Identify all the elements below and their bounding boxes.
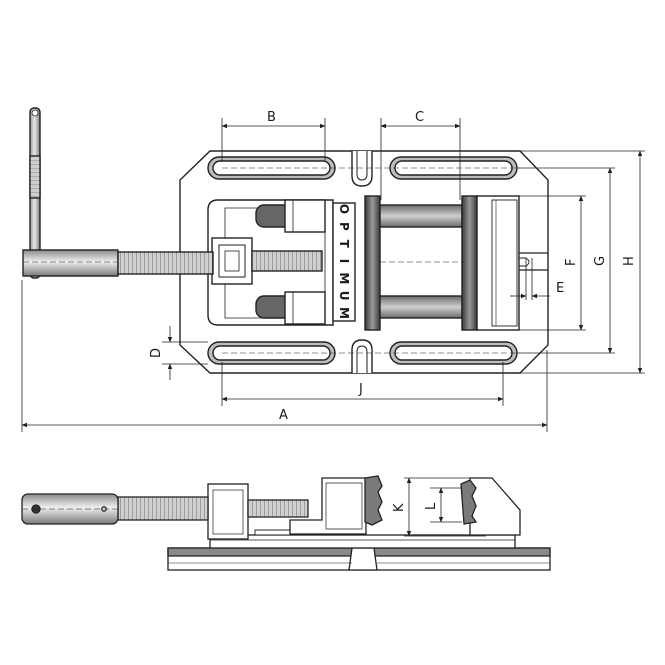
side-fixed-jaw-pad (460, 479, 478, 525)
side-view-dimensions (404, 477, 486, 537)
notch-bottom (351, 339, 373, 373)
fixed-jaw-v-slot (519, 252, 548, 271)
dim-label-a: A (279, 408, 288, 423)
brand-letter: P (337, 222, 351, 233)
brand-letter: M (337, 307, 351, 321)
brand-letter: U (337, 291, 351, 303)
dim-label-c: C (415, 110, 424, 125)
brand-text: OPT I MUM (337, 204, 351, 321)
dim-label-b: B (267, 110, 276, 125)
dim-label-f: F (564, 259, 579, 266)
dim-label-e: E (556, 281, 564, 296)
dim-label-d: D (149, 348, 164, 358)
side-slide-rail (209, 534, 516, 549)
spindle-inner (251, 250, 323, 272)
brand-letter: T (337, 240, 351, 250)
fixed-jaw-plate (461, 195, 478, 331)
rail-lower (379, 295, 463, 319)
top-view-dimensions (21, 118, 645, 432)
dim-label-g: G (593, 256, 608, 266)
top-view: OPT I MUM (22, 107, 549, 374)
side-nut-block (207, 483, 249, 540)
spindle-thread (117, 251, 214, 275)
dim-label-l: L (424, 502, 439, 510)
dim-label-k: K (392, 503, 407, 512)
side-base-center-foot (348, 547, 378, 571)
dim-label-h: H (622, 256, 637, 266)
brand-letter: M (337, 272, 351, 286)
brand-letter: O (337, 204, 351, 216)
side-view (21, 475, 551, 571)
handle-hex (22, 249, 119, 277)
brand-plate (332, 202, 356, 322)
brand-letter: I (337, 259, 351, 265)
dimension-labels-side: K L (392, 502, 439, 512)
side-movable-jaw-pad (364, 475, 383, 526)
rail-upper (379, 204, 463, 228)
side-spindle-thread (117, 496, 209, 521)
side-fixed-jaw (469, 477, 521, 536)
notch-top (351, 151, 373, 187)
movable-jaw-plate (364, 195, 381, 331)
dim-label-j: J (358, 382, 363, 397)
dimension-labels-top: B C H G F E D J A (149, 110, 637, 423)
